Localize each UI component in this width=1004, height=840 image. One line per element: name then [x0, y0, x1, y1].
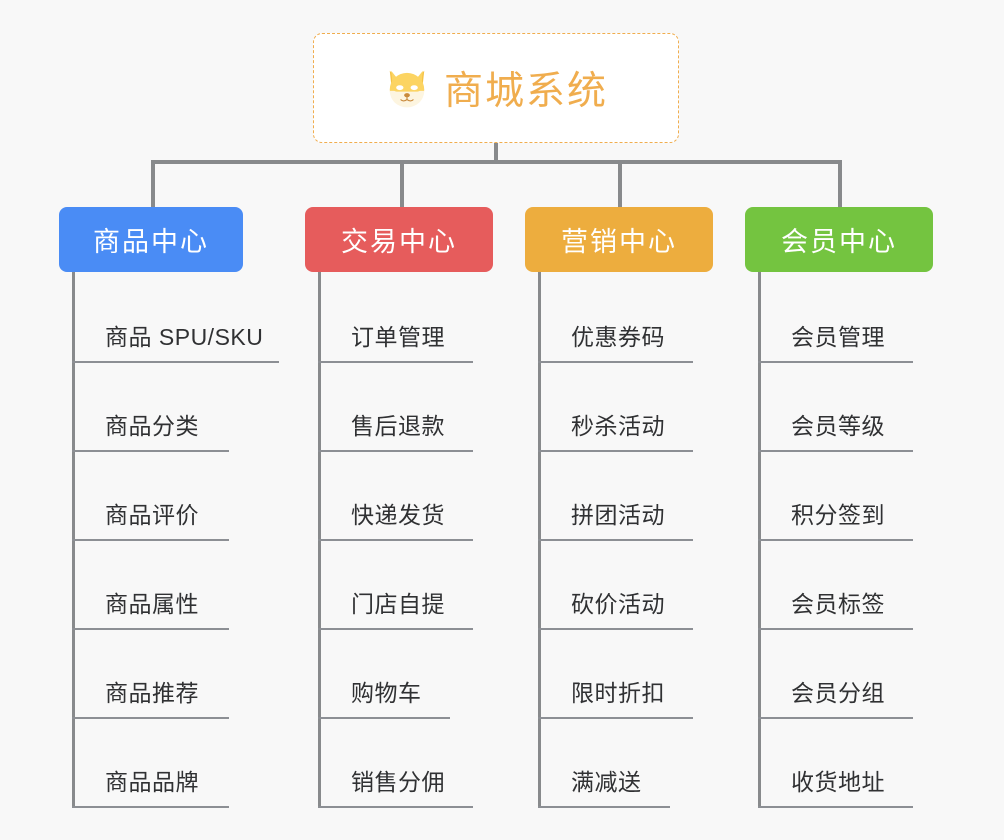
- connector-root-stem: [494, 143, 498, 163]
- leaf-item-label: 售后退款: [351, 413, 445, 439]
- leaf-item-label: 商品分类: [105, 413, 199, 439]
- branch-header-4[interactable]: 会员中心: [745, 207, 933, 272]
- branch-header-label: 营销中心: [561, 227, 677, 257]
- leaf-underline: [318, 361, 473, 363]
- connector-drop-3: [618, 160, 622, 208]
- leaf-item-label: 会员管理: [791, 324, 885, 350]
- leaf-item[interactable]: 订单管理: [318, 274, 545, 363]
- leaf-item-label: 优惠券码: [571, 324, 665, 350]
- branch-column-3: 营销中心 优惠券码 秒杀活动 拼团活动 砍价活动 限时折扣: [525, 207, 765, 808]
- leaf-item-label: 砍价活动: [571, 591, 665, 617]
- shiba-dog-emoji: [384, 65, 430, 111]
- leaf-underline: [318, 628, 473, 630]
- leaf-item[interactable]: 商品属性: [72, 541, 299, 630]
- leaf-item[interactable]: 会员标签: [758, 541, 985, 630]
- leaf-item-label: 商品推荐: [105, 680, 199, 706]
- leaf-item[interactable]: 会员管理: [758, 274, 985, 363]
- leaf-item-label: 会员标签: [791, 591, 885, 617]
- connector-drop-2: [400, 160, 404, 208]
- connector-drop-1: [151, 160, 155, 208]
- leaf-item-label: 订单管理: [351, 324, 445, 350]
- leaf-underline: [758, 806, 913, 808]
- leaf-item[interactable]: 售后退款: [318, 363, 545, 452]
- leaf-underline: [538, 806, 670, 808]
- leaf-item[interactable]: 销售分佣: [318, 719, 545, 808]
- leaf-item[interactable]: 满减送: [538, 719, 765, 808]
- leaf-item-label: 拼团活动: [571, 502, 665, 528]
- leaf-item[interactable]: 优惠券码: [538, 274, 765, 363]
- leaf-underline: [72, 806, 229, 808]
- leaf-underline: [538, 628, 693, 630]
- leaf-item[interactable]: 收货地址: [758, 719, 985, 808]
- root-node[interactable]: 商城系统: [313, 33, 679, 143]
- leaf-underline: [758, 450, 913, 452]
- branch-header-3[interactable]: 营销中心: [525, 207, 713, 272]
- leaf-item[interactable]: 商品 SPU/SKU: [72, 274, 299, 363]
- leaf-underline: [72, 628, 229, 630]
- leaf-item-label: 购物车: [351, 680, 422, 706]
- leaf-item-label: 秒杀活动: [571, 413, 665, 439]
- leaf-underline: [318, 450, 473, 452]
- leaf-item-label: 会员等级: [791, 413, 885, 439]
- leaf-underline: [538, 539, 693, 541]
- leaf-item[interactable]: 商品评价: [72, 452, 299, 541]
- connector-drop-4: [838, 160, 842, 208]
- branch-header-2[interactable]: 交易中心: [305, 207, 493, 272]
- leaf-underline: [538, 361, 693, 363]
- leaf-underline: [318, 717, 450, 719]
- leaf-item[interactable]: 秒杀活动: [538, 363, 765, 452]
- leaf-item-label: 商品 SPU/SKU: [105, 324, 264, 350]
- leaf-item-label: 积分签到: [791, 502, 885, 528]
- leaf-item[interactable]: 会员分组: [758, 630, 985, 719]
- branch-header-label: 交易中心: [341, 227, 457, 257]
- leaf-underline: [318, 539, 473, 541]
- leaf-item[interactable]: 会员等级: [758, 363, 985, 452]
- leaf-item-label: 商品评价: [105, 502, 199, 528]
- leaf-underline: [72, 717, 229, 719]
- leaf-item[interactable]: 限时折扣: [538, 630, 765, 719]
- leaf-list-1: 商品 SPU/SKU 商品分类 商品评价 商品属性 商品推荐 商品品牌: [72, 272, 299, 808]
- leaf-item-label: 限时折扣: [571, 680, 665, 706]
- branch-column-1: 商品中心 商品 SPU/SKU 商品分类 商品评价 商品属性 商品推荐: [59, 207, 299, 808]
- leaf-item[interactable]: 商品推荐: [72, 630, 299, 719]
- leaf-item-label: 商品品牌: [105, 769, 199, 795]
- leaf-item[interactable]: 购物车: [318, 630, 545, 719]
- leaf-item-label: 收货地址: [791, 769, 885, 795]
- leaf-item-label: 快递发货: [351, 502, 445, 528]
- leaf-item-label: 满减送: [571, 769, 642, 795]
- leaf-underline: [538, 450, 693, 452]
- branch-column-4: 会员中心 会员管理 会员等级 积分签到 会员标签 会员分组: [745, 207, 985, 808]
- leaf-underline: [72, 450, 229, 452]
- leaf-underline: [758, 717, 913, 719]
- branch-header-1[interactable]: 商品中心: [59, 207, 243, 272]
- leaf-item-label: 销售分佣: [351, 769, 445, 795]
- leaf-underline: [758, 628, 913, 630]
- leaf-item[interactable]: 商品品牌: [72, 719, 299, 808]
- connector-horizontal-bar: [151, 160, 842, 164]
- leaf-item[interactable]: 商品分类: [72, 363, 299, 452]
- leaf-item[interactable]: 积分签到: [758, 452, 985, 541]
- leaf-underline: [538, 717, 693, 719]
- leaf-list-4: 会员管理 会员等级 积分签到 会员标签 会员分组 收货地址: [758, 272, 985, 808]
- leaf-underline: [72, 361, 279, 363]
- leaf-list-3: 优惠券码 秒杀活动 拼团活动 砍价活动 限时折扣 满减送: [538, 272, 765, 808]
- leaf-item-label: 门店自提: [351, 591, 445, 617]
- branch-column-2: 交易中心 订单管理 售后退款 快递发货 门店自提 购物车: [305, 207, 545, 808]
- leaf-item-label: 会员分组: [791, 680, 885, 706]
- branch-header-label: 会员中心: [781, 227, 897, 257]
- leaf-underline: [72, 539, 229, 541]
- leaf-item[interactable]: 快递发货: [318, 452, 545, 541]
- leaf-item-label: 商品属性: [105, 591, 199, 617]
- leaf-underline: [758, 361, 913, 363]
- leaf-underline: [318, 806, 473, 808]
- branch-header-label: 商品中心: [93, 227, 209, 257]
- leaf-item[interactable]: 拼团活动: [538, 452, 765, 541]
- leaf-list-2: 订单管理 售后退款 快递发货 门店自提 购物车 销售分佣: [318, 272, 545, 808]
- leaf-item[interactable]: 砍价活动: [538, 541, 765, 630]
- leaf-item[interactable]: 门店自提: [318, 541, 545, 630]
- leaf-underline: [758, 539, 913, 541]
- root-node-label: 商城系统: [443, 70, 608, 113]
